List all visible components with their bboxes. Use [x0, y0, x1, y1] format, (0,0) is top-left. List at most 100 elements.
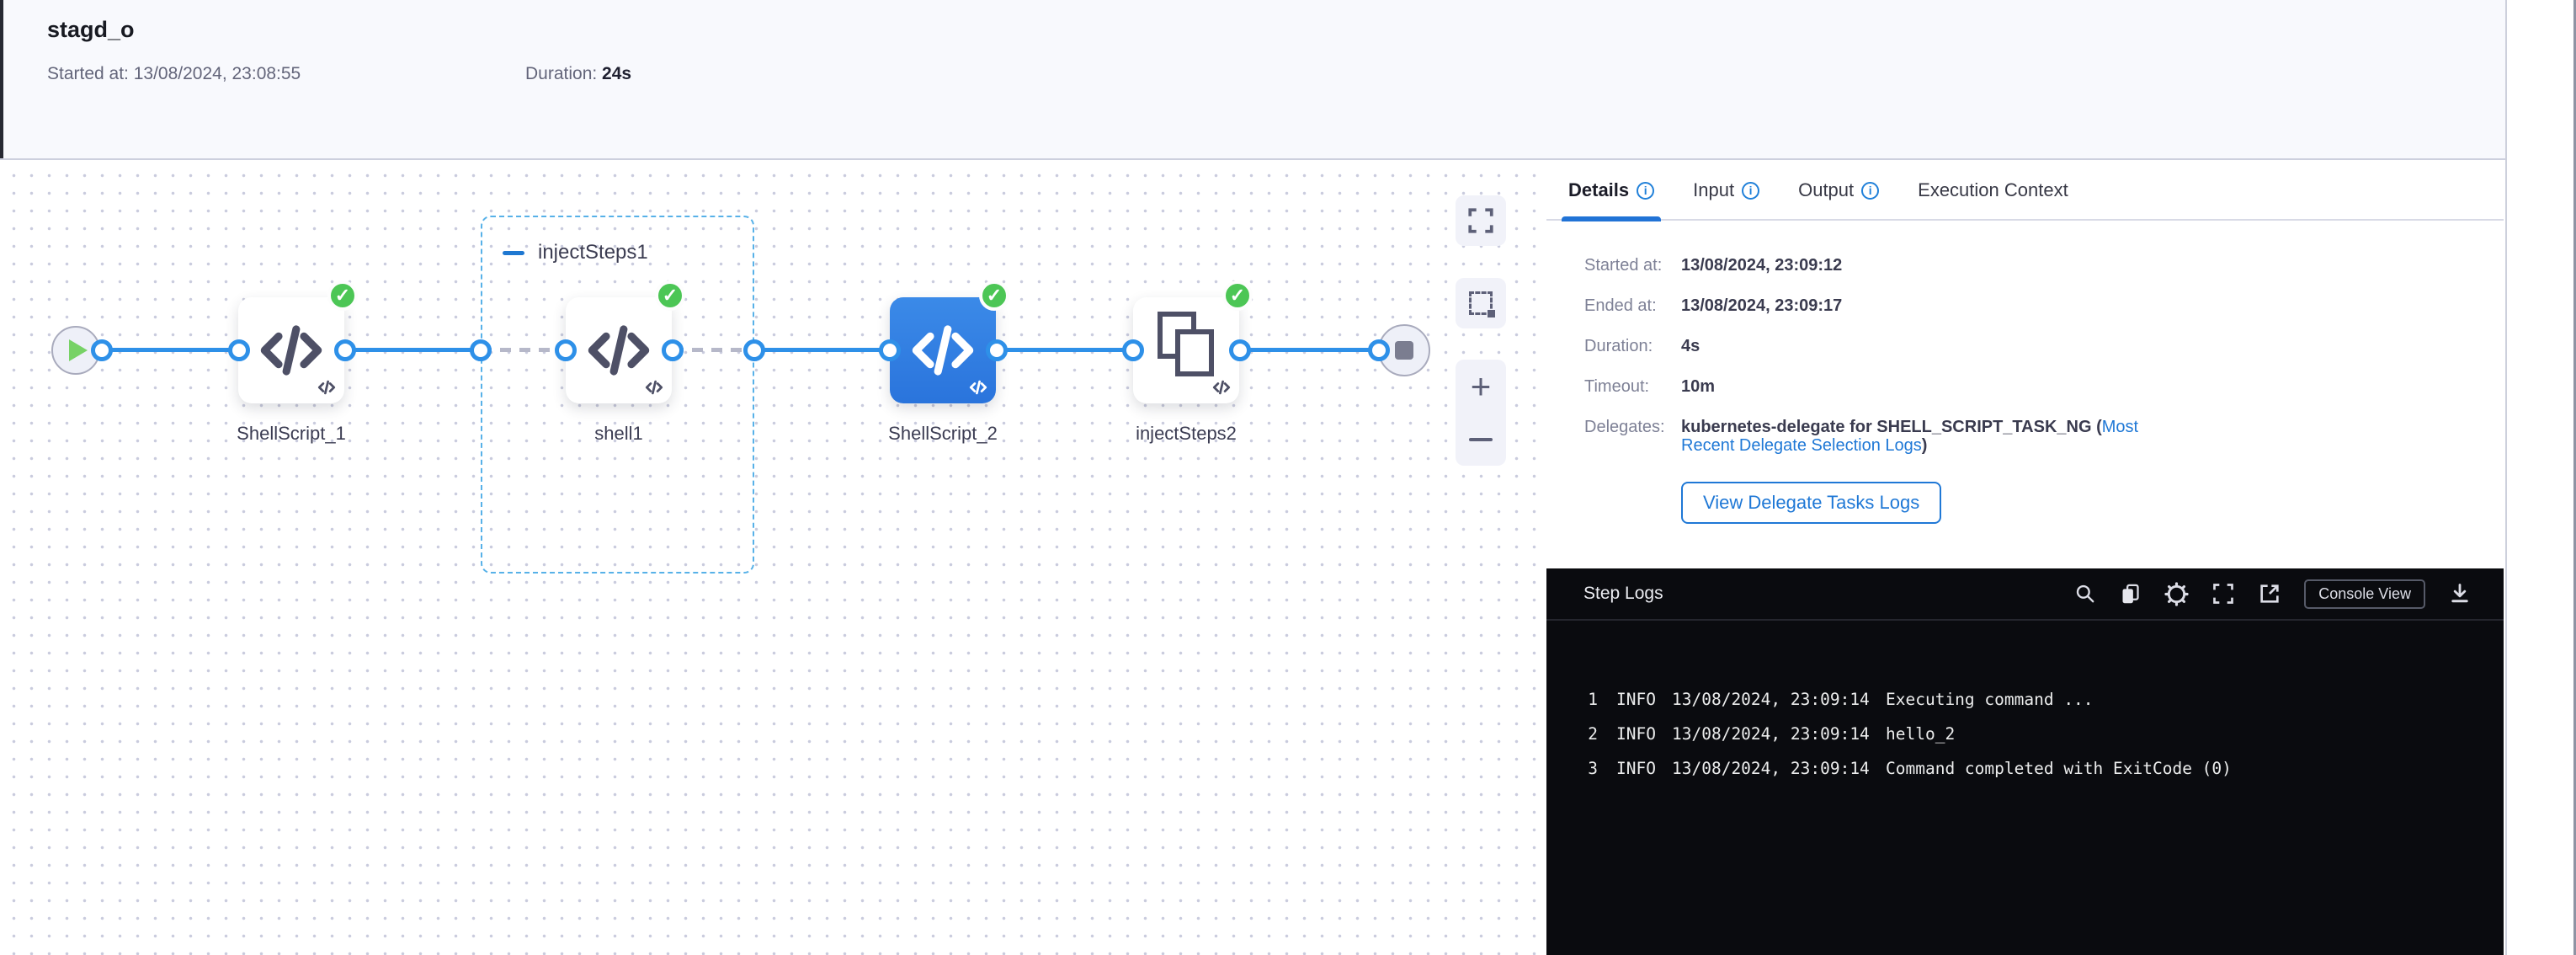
canvas-select-button[interactable] — [1456, 278, 1506, 328]
log-line: 2 INFO 13/08/2024, 23:09:14 hello_2 — [1581, 717, 2504, 751]
zoom-out-button[interactable] — [1456, 413, 1506, 466]
open-in-new-icon[interactable] — [2258, 582, 2281, 606]
success-badge-icon: ✓ — [1222, 280, 1253, 311]
edge-step2-to-inject2 — [997, 348, 1133, 352]
stage-duration: Duration: 24s — [525, 64, 631, 84]
stage-header: stagd_o Started at: 13/08/2024, 23:08:55… — [0, 0, 2505, 160]
port — [1122, 339, 1144, 361]
log-level: INFO — [1616, 724, 1656, 744]
field-value: kubernetes-delegate for SHELL_SCRIPT_TAS… — [1681, 418, 2186, 455]
step-node-shell1[interactable]: ✓ — [566, 280, 685, 403]
edge-inject2-to-end — [1240, 348, 1379, 352]
log-level: INFO — [1616, 690, 1656, 709]
step-group-icon — [1158, 312, 1215, 377]
port — [1368, 339, 1390, 361]
detail-row-started-at: Started at: 13/08/2024, 23:09:12 — [1584, 256, 2186, 275]
edge-step1-to-group — [345, 348, 481, 352]
info-icon[interactable]: i — [1861, 181, 1880, 200]
duration-label: Duration: — [525, 64, 603, 83]
step-node-shellscript-1[interactable]: ✓ — [238, 280, 358, 403]
field-label: Timeout: — [1584, 377, 1650, 396]
console-view-button[interactable]: Console View — [2304, 579, 2425, 609]
step-group-injectSteps1[interactable]: injectSteps1 — [481, 216, 754, 574]
minus-icon — [1469, 437, 1493, 441]
shell-script-icon — [260, 325, 322, 376]
download-icon[interactable] — [2448, 582, 2472, 606]
expand-fullscreen-icon[interactable] — [2211, 582, 2235, 606]
stop-icon — [1395, 341, 1413, 360]
success-badge-icon: ✓ — [979, 280, 1009, 311]
tab-label: Details — [1568, 179, 1630, 200]
code-mini-icon — [645, 380, 663, 395]
tab-output[interactable]: Output i — [1798, 161, 1880, 220]
pipeline-start-node[interactable] — [51, 326, 100, 375]
field-value: 13/08/2024, 23:09:12 — [1681, 256, 1843, 275]
detail-row-ended-at: Ended at: 13/08/2024, 23:09:17 — [1584, 296, 2186, 315]
search-icon[interactable] — [2074, 583, 2096, 605]
pipeline-canvas[interactable]: injectSteps1 — [0, 162, 1545, 955]
field-label: Ended at: — [1584, 296, 1657, 315]
edge-start-to-step1 — [102, 348, 239, 352]
step-node-injectsteps2[interactable]: ✓ — [1133, 280, 1253, 403]
step-details-panel: Details i Input i Output i Execution Con… — [1546, 162, 2504, 568]
log-timestamp: 13/08/2024, 23:09:14 — [1672, 759, 1870, 778]
shell-script-icon — [588, 325, 650, 376]
step-node-shellscript-2[interactable]: ✓ — [890, 280, 1009, 403]
detail-row-timeout: Timeout: 10m — [1584, 377, 2186, 396]
field-value: 13/08/2024, 23:09:17 — [1681, 296, 1843, 315]
detail-row-delegates: Delegates: kubernetes-delegate for SHELL… — [1584, 418, 2186, 455]
zoom-in-button[interactable]: + — [1456, 360, 1506, 413]
port — [986, 339, 1008, 361]
success-badge-icon: ✓ — [655, 280, 685, 311]
details-fields: Started at: 13/08/2024, 23:09:12 Ended a… — [1584, 256, 2186, 524]
group-label: injectSteps1 — [538, 241, 648, 264]
success-badge-icon: ✓ — [327, 280, 358, 311]
field-value: 4s — [1681, 337, 1700, 355]
log-output: 1 INFO 13/08/2024, 23:09:14 Executing co… — [1546, 621, 2504, 786]
selection-box-icon — [1469, 291, 1495, 317]
tab-details[interactable]: Details i — [1561, 161, 1662, 221]
tab-label: Execution Context — [1918, 179, 2068, 200]
port — [1229, 339, 1251, 361]
shell-script-icon — [912, 325, 974, 376]
port — [555, 339, 577, 361]
log-line-number: 2 — [1588, 724, 1598, 744]
detail-row-duration: Duration: 4s — [1584, 337, 2186, 355]
field-label: Started at: — [1584, 256, 1663, 275]
node-label-injectsteps2: injectSteps2 — [1136, 423, 1237, 444]
field-value: 10m — [1681, 377, 1716, 396]
delegate-selection-logs-link[interactable]: Most Recent Delegate Selection Logs — [1681, 418, 2139, 455]
settings-gear-icon[interactable] — [2164, 581, 2189, 606]
field-label: Duration: — [1584, 337, 1653, 355]
copy-icon[interactable] — [2119, 583, 2142, 606]
tab-execution-context[interactable]: Execution Context — [1918, 161, 2068, 220]
port — [470, 339, 492, 361]
info-icon[interactable]: i — [1637, 181, 1655, 200]
log-line: 1 INFO 13/08/2024, 23:09:14 Executing co… — [1581, 682, 2504, 717]
code-mini-icon — [317, 380, 336, 395]
log-level: INFO — [1616, 759, 1656, 778]
port — [334, 339, 356, 361]
details-tabs: Details i Input i Output i Execution Con… — [1546, 162, 2504, 221]
port — [91, 339, 113, 361]
view-delegate-tasks-logs-button[interactable]: View Delegate Tasks Logs — [1681, 482, 1942, 524]
collapse-group-icon[interactable] — [503, 251, 524, 255]
node-label-shellscript-1: ShellScript_1 — [237, 423, 346, 444]
tab-input[interactable]: Input i — [1693, 161, 1760, 220]
edge-group-to-step2 — [754, 348, 890, 352]
code-mini-icon — [969, 380, 987, 395]
tab-label: Input — [1693, 179, 1735, 200]
duration-value: 24s — [602, 64, 632, 83]
port — [879, 339, 901, 361]
play-icon — [69, 339, 88, 361]
info-icon[interactable]: i — [1742, 181, 1760, 200]
node-label-shellscript-2: ShellScript_2 — [888, 423, 998, 444]
log-line: 3 INFO 13/08/2024, 23:09:14 Command comp… — [1581, 751, 2504, 786]
left-edge-divider — [0, 0, 3, 158]
log-message: Executing command ... — [1886, 690, 2094, 709]
canvas-fit-view-button[interactable] — [1456, 195, 1506, 246]
log-line-number: 3 — [1588, 759, 1598, 778]
field-label: Delegates: — [1584, 418, 1665, 436]
stage-title: stagd_o — [47, 17, 135, 42]
